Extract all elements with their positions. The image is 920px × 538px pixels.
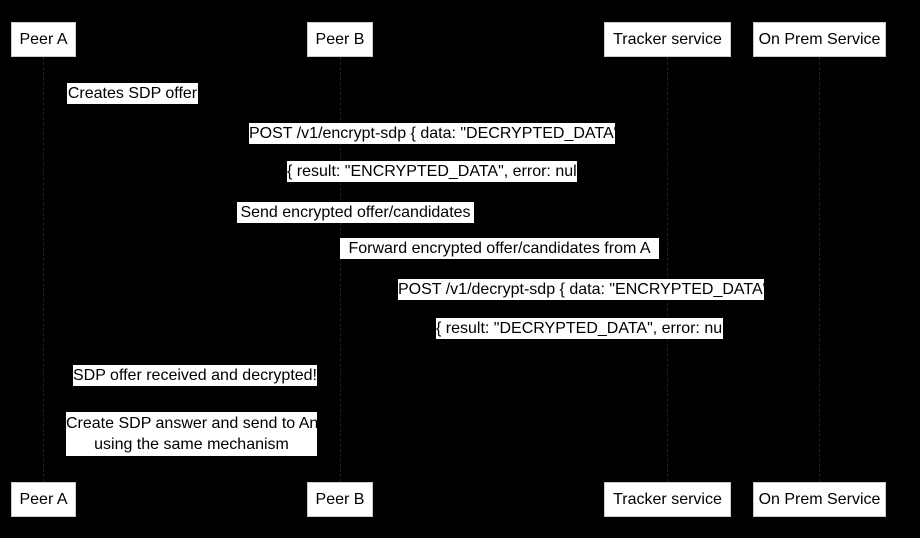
actor-box-onprem-bottom: On Prem Service xyxy=(753,482,886,517)
message-label-8: SDP offer received and decrypted! xyxy=(73,365,317,386)
actor-box-peer-a-top: Peer A xyxy=(11,22,76,57)
message-label-6: POST /v1/decrypt-sdp { data: "ENCRYPTED_… xyxy=(398,279,779,300)
note-box: Create SDP answer and send to An using th… xyxy=(66,412,319,456)
message-label-7: { result: "DECRYPTED_DATA", error: null … xyxy=(436,318,740,339)
message-label-1: Creates SDP offer xyxy=(67,83,198,104)
message-label-5: Forward encrypted offer/candidates from … xyxy=(340,238,659,259)
actor-box-peer-b-bottom: Peer B xyxy=(307,482,373,517)
actor-box-peer-a-bottom: Peer A xyxy=(11,482,76,517)
message-label-3: { result: "ENCRYPTED_DATA", error: null … xyxy=(287,161,591,182)
lifeline-peer-b xyxy=(339,57,341,482)
lifeline-onprem xyxy=(819,57,820,482)
message-label-2: POST /v1/encrypt-sdp { data: "DECRYPTED_… xyxy=(249,123,630,144)
actor-box-tracker-bottom: Tracker service xyxy=(604,482,731,517)
note-line-1: Create SDP answer and send to An xyxy=(66,415,319,432)
lifeline-tracker xyxy=(667,57,668,482)
actor-box-peer-b-top: Peer B xyxy=(307,22,373,57)
message-label-4: Send encrypted offer/candidates xyxy=(237,202,474,223)
actor-box-onprem-top: On Prem Service xyxy=(753,22,886,57)
lifeline-peer-a xyxy=(43,57,44,482)
actor-box-tracker-top: Tracker service xyxy=(604,22,731,57)
note-line-2: using the same mechanism xyxy=(94,436,289,453)
